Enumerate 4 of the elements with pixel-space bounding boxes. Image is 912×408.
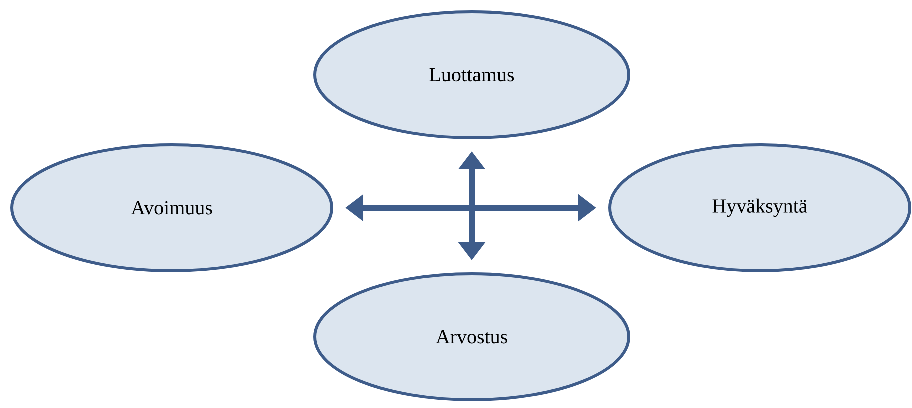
ellipse-node: Luottamus bbox=[314, 10, 630, 140]
ellipse-node: Hyväksyntä bbox=[608, 144, 912, 272]
ellipse-node: Avoimuus bbox=[10, 144, 334, 272]
ellipse-node: Arvostus bbox=[314, 272, 630, 402]
